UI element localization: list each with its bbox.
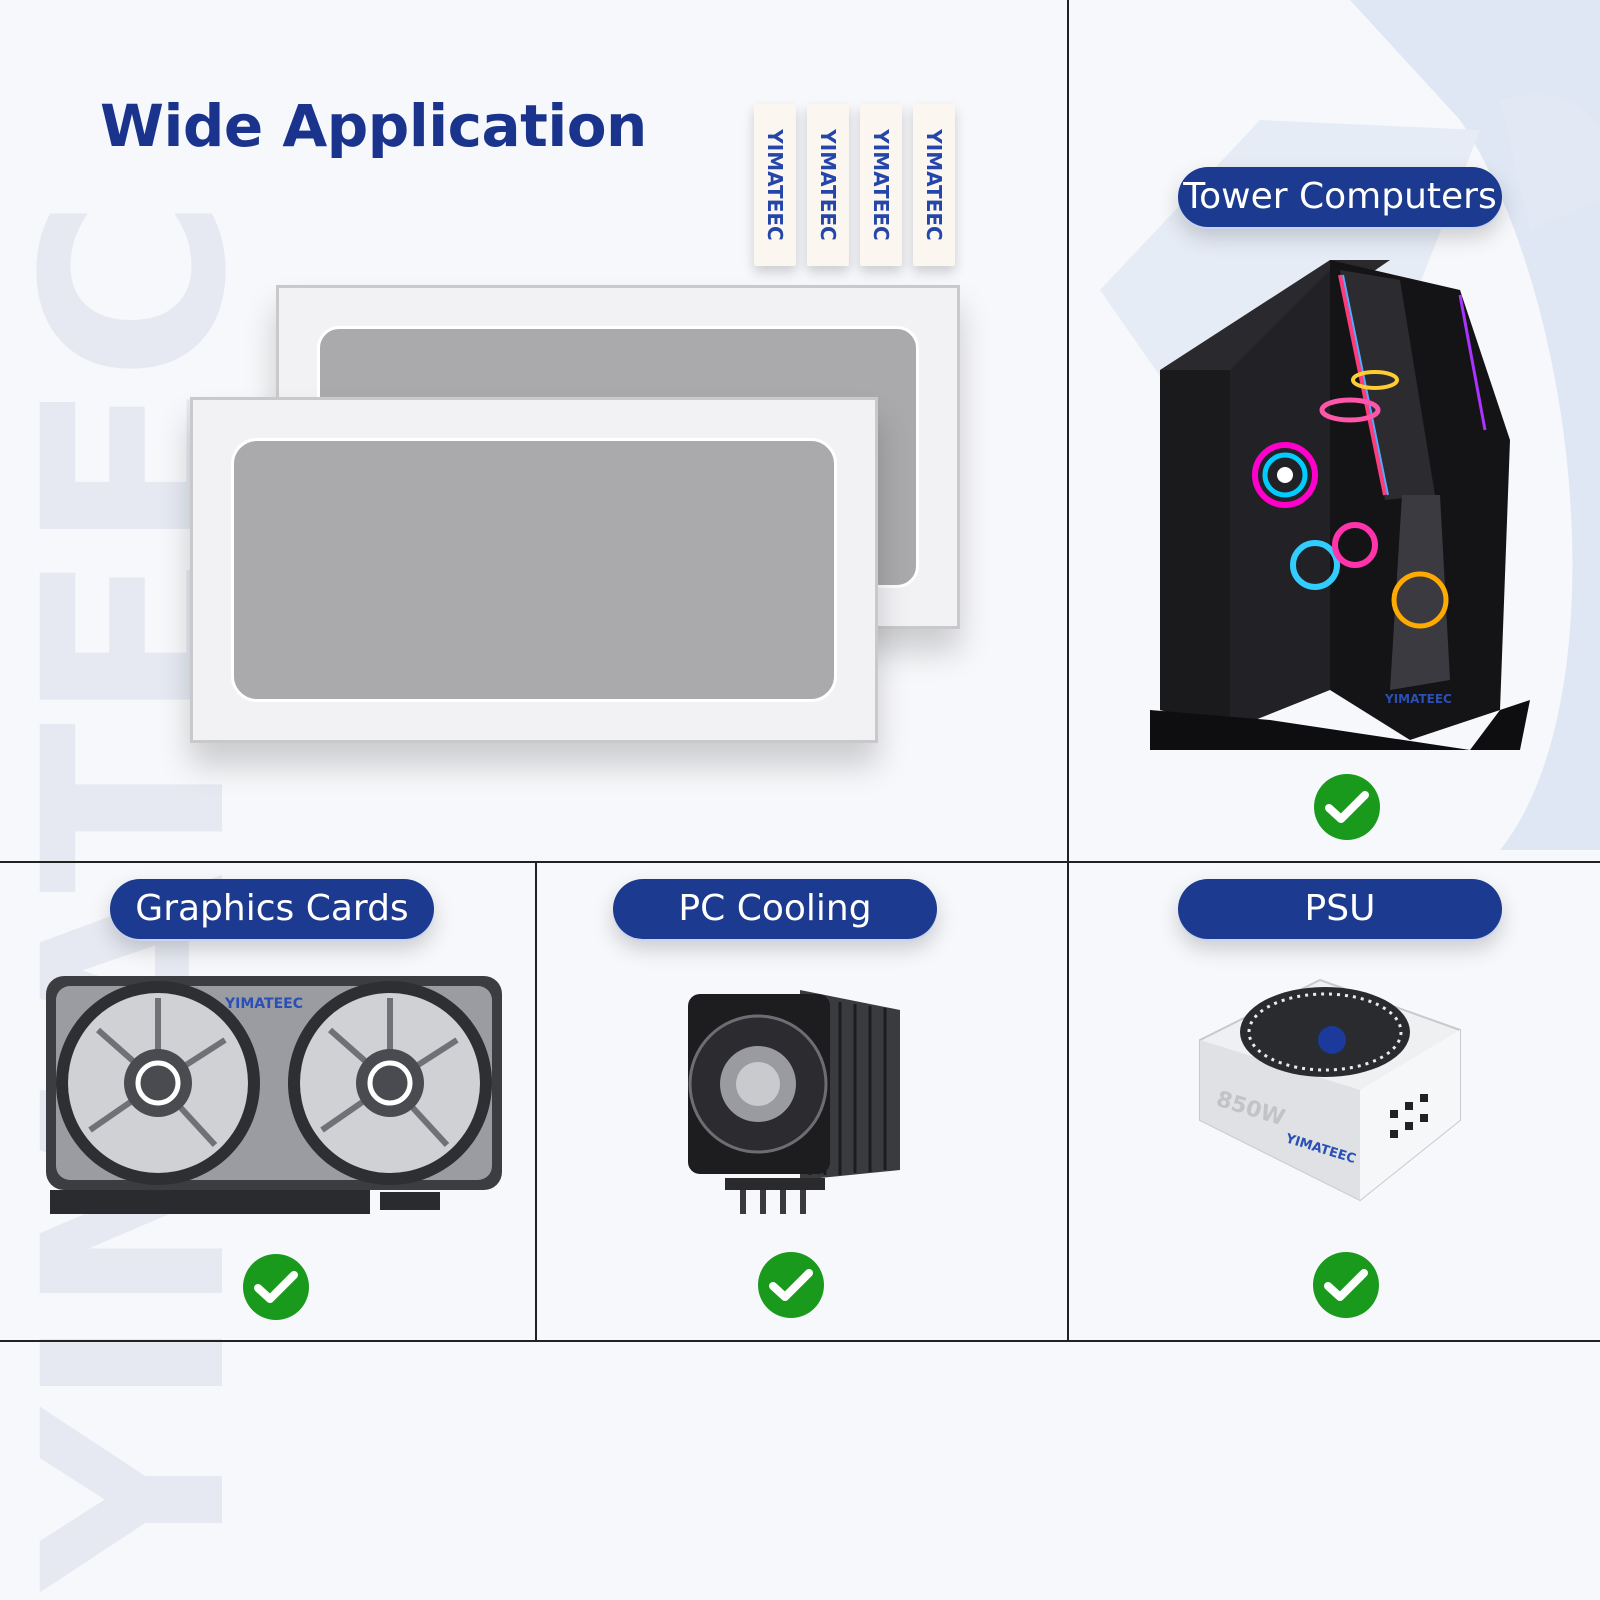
checkmark-icon xyxy=(1313,1252,1379,1318)
divider-horizontal-bottom xyxy=(0,1340,1600,1342)
strip-brand-text: YIMATEEC xyxy=(869,129,893,241)
tower-computer-illustration: YIMATEEC xyxy=(1150,260,1530,750)
divider-vertical-left xyxy=(535,862,537,1341)
sticker-strip: YIMATEEC xyxy=(913,104,955,266)
strip-brand-text: YIMATEEC xyxy=(922,129,946,241)
page-title: Wide Application xyxy=(100,92,647,160)
graphics-card-illustration: YIMATEEC xyxy=(46,976,502,1214)
strip-brand-text: YIMATEEC xyxy=(763,129,787,241)
filter-mesh xyxy=(231,438,837,702)
watermark-logo: YIMATEEC xyxy=(0,198,250,1593)
sticker-strip: YIMATEEC xyxy=(807,104,849,266)
divider-vertical-right xyxy=(1067,0,1069,1341)
psu-illustration: 850W YIMATEEC xyxy=(1199,978,1461,1202)
label-graphics-cards: Graphics Cards xyxy=(110,879,434,939)
label-tower-computers: Tower Computers xyxy=(1178,167,1502,227)
checkmark-icon xyxy=(758,1252,824,1318)
gpu-brand-text: YIMATEEC xyxy=(224,996,303,1012)
strip-brand-text: YIMATEEC xyxy=(816,129,840,241)
divider-horizontal-top xyxy=(0,861,1600,863)
cpu-cooler-illustration xyxy=(688,990,900,1214)
label-psu: PSU xyxy=(1178,879,1502,939)
tower-brand-text: YIMATEEC xyxy=(1384,692,1452,706)
checkmark-icon xyxy=(243,1254,309,1320)
dust-filter-front xyxy=(190,397,878,743)
checkmark-icon xyxy=(1314,774,1380,840)
sticker-strip: YIMATEEC xyxy=(754,104,796,266)
sticker-strip: YIMATEEC xyxy=(860,104,902,266)
label-pc-cooling: PC Cooling xyxy=(613,879,937,939)
